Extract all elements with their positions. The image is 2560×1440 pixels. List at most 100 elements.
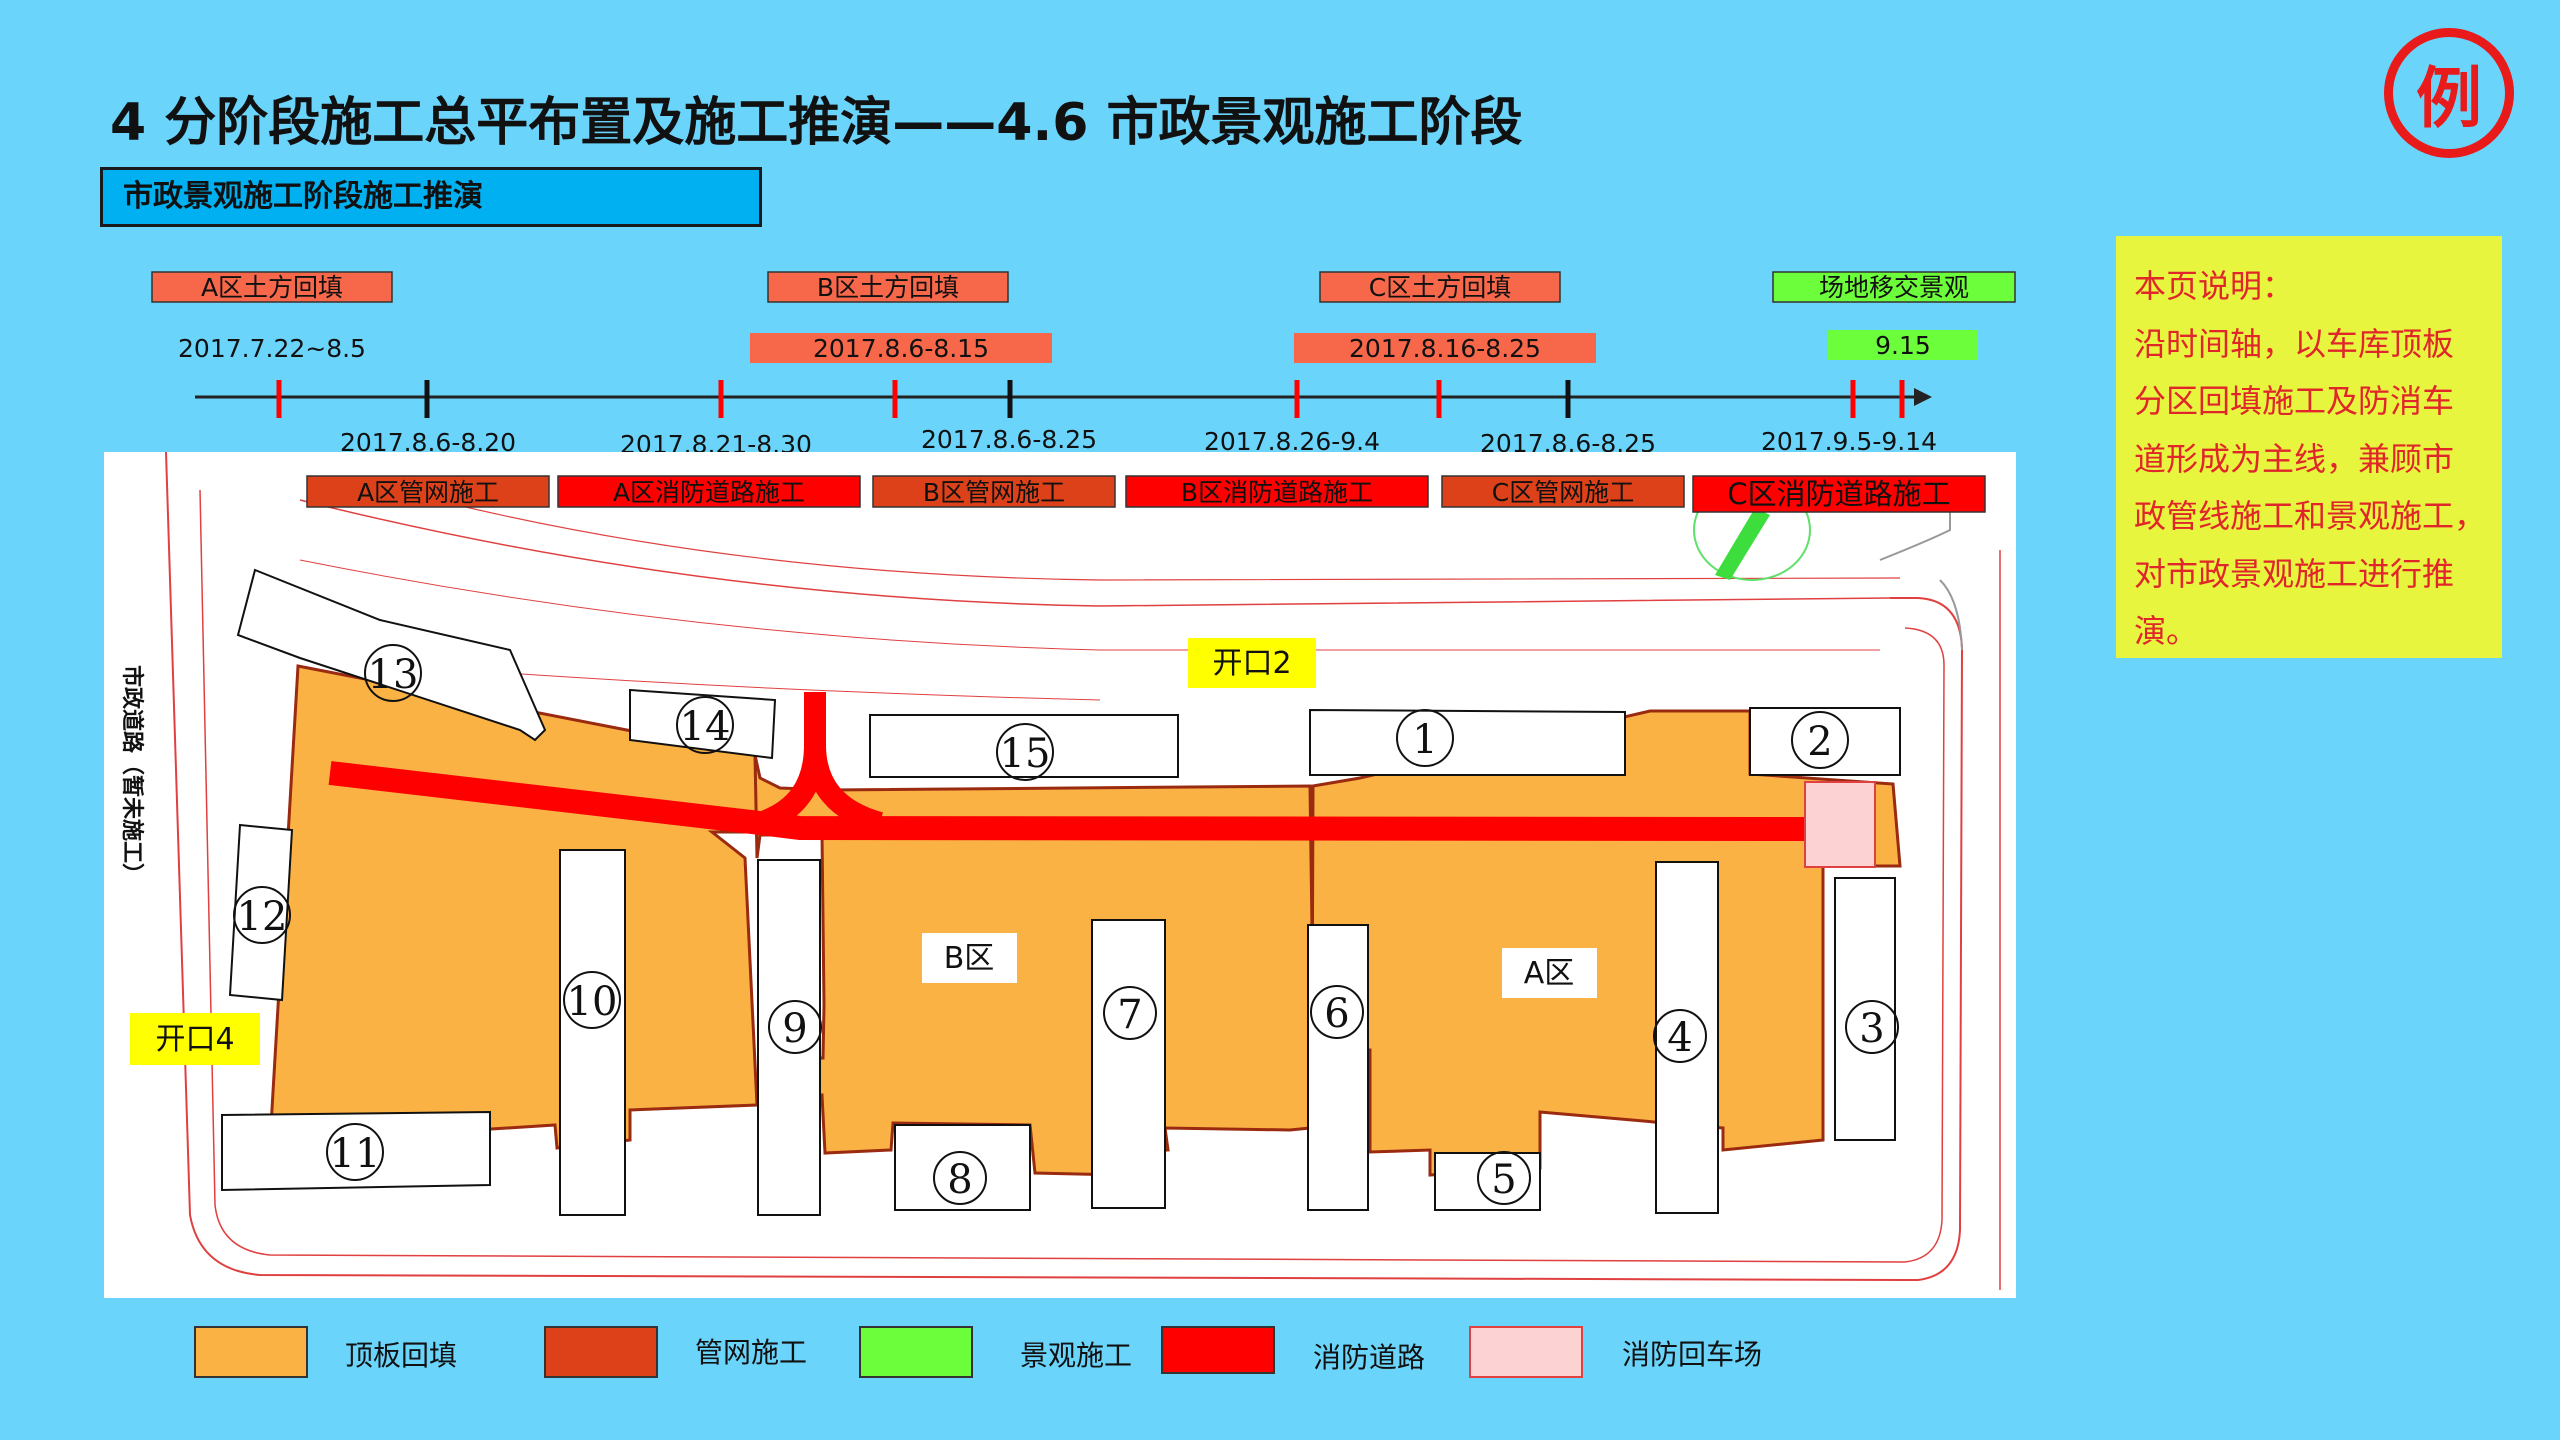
legend-swatch-fire-road <box>1161 1326 1275 1374</box>
building-8 <box>894 1124 1031 1211</box>
zone-b-backfill <box>753 754 1314 1177</box>
fire-road-branch <box>804 744 884 834</box>
building-2 <box>1749 707 1901 776</box>
legend-label-backfill: 顶板回填 <box>345 1339 457 1372</box>
legend-swatch-landscape <box>859 1326 973 1378</box>
building-numbers: 13 14 15 1 2 3 4 5 6 7 8 9 10 11 12 <box>237 652 1885 1203</box>
b-fill-date-box <box>750 333 1052 363</box>
note-line: 本页说明： <box>2134 267 2295 305</box>
note-line: 沿时间轴，以车库顶板 <box>2134 324 2455 363</box>
c-road-date: 2017.9.5-9.14 <box>1761 427 1937 456</box>
note-line: 道形成为主线，兼顾市 <box>2134 439 2455 478</box>
building-11 <box>221 1110 491 1192</box>
landscape-label-box <box>1772 271 2016 303</box>
building-10 <box>559 849 626 1216</box>
a-pipe-label-box <box>306 475 550 508</box>
c-fill-date-box <box>1294 333 1596 363</box>
page-title: 4 分阶段施工总平布置及施工推演——4.6 市政景观施工阶段 <box>110 93 1523 153</box>
site-boundary <box>165 451 1964 1282</box>
building-6 <box>1307 924 1369 1211</box>
inner-road-edge <box>299 499 1891 607</box>
c-pipe-label: C区管网施工 <box>1492 478 1634 507</box>
building-number: 5 <box>1491 1157 1516 1203</box>
legend-label-turnaround: 消防回车场 <box>1622 1338 1762 1371</box>
page-note: 本页说明： 沿时间轴，以车库顶板 分区回填施工及防消车 道形成为主线，兼顾市 政… <box>2116 236 2502 658</box>
site-boundary-inner <box>199 489 1945 1263</box>
a-fill-label-box <box>151 271 393 303</box>
timeline-arrow <box>1914 388 1932 406</box>
section-subtitle: 市政景观施工阶段施工推演 <box>100 167 762 227</box>
building-7 <box>1091 919 1166 1209</box>
building-9 <box>757 859 821 1216</box>
note-line: 对市政景观施工进行推 <box>2134 554 2455 593</box>
a-road-label: A区消防道路施工 <box>613 478 805 507</box>
east-road-edge <box>1879 500 1951 561</box>
c-road-label-box <box>1692 475 1986 513</box>
building-number: 10 <box>567 979 618 1025</box>
note-line: 分区回填施工及防消车 <box>2134 382 2455 420</box>
building-4 <box>1655 861 1719 1214</box>
c-fill-label-box <box>1319 271 1561 303</box>
site-plan: 13 14 15 1 2 3 4 5 6 7 8 9 10 11 12 B区 A… <box>104 451 2016 1298</box>
legend: 顶板回填 管网施工 景观施工 消防道路 消防回车场 <box>194 1326 1762 1378</box>
note-line: 演。 <box>2134 612 2199 650</box>
landscape-date: 9.15 <box>1875 331 1931 360</box>
building-number: 1 <box>1412 717 1437 763</box>
b-road-label: B区消防道路施工 <box>1181 478 1373 507</box>
landscape-indicator-wedge <box>1715 508 1770 580</box>
zone-a-label: A区 <box>1524 956 1575 991</box>
b-pipe-label-box <box>872 475 1116 508</box>
building-1 <box>1309 708 1626 776</box>
legend-label-landscape: 景观施工 <box>1020 1339 1132 1372</box>
building-14 <box>629 688 777 760</box>
building-number: 13 <box>368 652 419 698</box>
legend-swatch-turnaround <box>1469 1326 1583 1378</box>
landscape-label: 场地移交景观 <box>1819 273 1969 302</box>
building-number: 2 <box>1807 719 1832 765</box>
building-3 <box>1834 877 1896 1141</box>
zone-b-label: B区 <box>944 941 995 976</box>
opening-4-box <box>130 1013 260 1065</box>
buildings <box>221 568 1901 1216</box>
building-15 <box>869 714 1179 778</box>
c-fill-label: C区土方回填 <box>1369 273 1511 302</box>
fire-turnaround <box>1804 781 1876 868</box>
building-number: 14 <box>680 704 731 750</box>
building-12 <box>228 823 294 1002</box>
example-badge: 例 <box>2384 28 2514 158</box>
building-number: 11 <box>330 1131 381 1177</box>
opening-2-label: 开口2 <box>1212 646 1291 681</box>
building-number: 8 <box>947 1157 972 1203</box>
b-road-label-box <box>1125 475 1429 508</box>
a-road-label-box <box>557 475 861 508</box>
landscape-date-box <box>1828 330 1978 360</box>
c-fill-date: 2017.8.16-8.25 <box>1349 334 1541 363</box>
a-pipe-label: A区管网施工 <box>357 478 499 507</box>
opening-2-box <box>1188 638 1316 688</box>
building-number: 15 <box>1000 731 1051 777</box>
inner-road-edge <box>299 559 1880 651</box>
opening-4-label: 开口4 <box>155 1022 234 1057</box>
note-line: 政管线施工和景观施工， <box>2134 497 2487 535</box>
c-road-label: C区消防道路施工 <box>1727 477 1950 511</box>
b-fill-date: 2017.8.6-8.15 <box>813 334 989 363</box>
b-pipe-label: B区管网施工 <box>923 478 1065 507</box>
legend-label-fire-road: 消防道路 <box>1313 1341 1425 1374</box>
building-number: 7 <box>1117 992 1142 1038</box>
building-number: 6 <box>1324 991 1349 1037</box>
municipal-road-label: 市政道路（暂未施工） <box>119 665 145 885</box>
a-fill-label: A区土方回填 <box>201 273 343 302</box>
b-fill-label-box <box>767 271 1009 303</box>
legend-swatch-pipe <box>544 1326 658 1378</box>
timeline: A区土方回填 B区土方回填 C区土方回填 场地移交景观 2017.7.22~8.… <box>151 271 2016 459</box>
b-fill-label: B区土方回填 <box>817 273 959 302</box>
b-road-date: 2017.8.26-9.4 <box>1204 427 1380 456</box>
zone-a-backfill <box>1310 709 1902 1177</box>
building-number: 9 <box>782 1006 807 1052</box>
building-number-circles <box>233 644 1899 1205</box>
legend-swatch-backfill <box>194 1326 308 1378</box>
b-pipe-date: 2017.8.6-8.25 <box>921 425 1097 454</box>
building-number: 12 <box>237 894 288 940</box>
c-pipe-label-box <box>1441 475 1685 508</box>
